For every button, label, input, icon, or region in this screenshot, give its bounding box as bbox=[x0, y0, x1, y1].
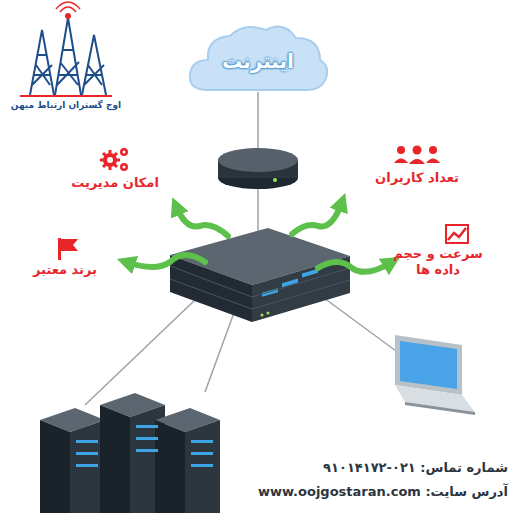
network-wires bbox=[85, 92, 415, 405]
laptop-client bbox=[395, 335, 475, 415]
benefit-label: سرعت و حجم داده ها bbox=[392, 246, 484, 279]
benefit-label: امکان مدیریت bbox=[60, 175, 170, 191]
rack-server bbox=[170, 228, 350, 322]
benefit-arrows bbox=[126, 202, 392, 272]
logo-towers bbox=[20, 2, 112, 96]
logo-text: اوج گستران ارتباط میهن bbox=[4, 100, 128, 111]
cloud-node: اینترنت bbox=[186, 20, 330, 94]
contact-phone: شماره تماس: ۰۲۱-۹۱۰۱۴۱۷۲ bbox=[260, 460, 508, 476]
router-device bbox=[218, 148, 298, 189]
benefit-label: تعداد کاربران bbox=[362, 170, 472, 186]
contact-website: آدرس سایت: www.oojgostaran.com bbox=[230, 484, 508, 500]
benefit-label: برند معتبر bbox=[20, 262, 110, 278]
node-title: اینترنت bbox=[222, 49, 294, 73]
benefit-icons bbox=[58, 146, 468, 261]
tower-servers bbox=[40, 393, 220, 513]
